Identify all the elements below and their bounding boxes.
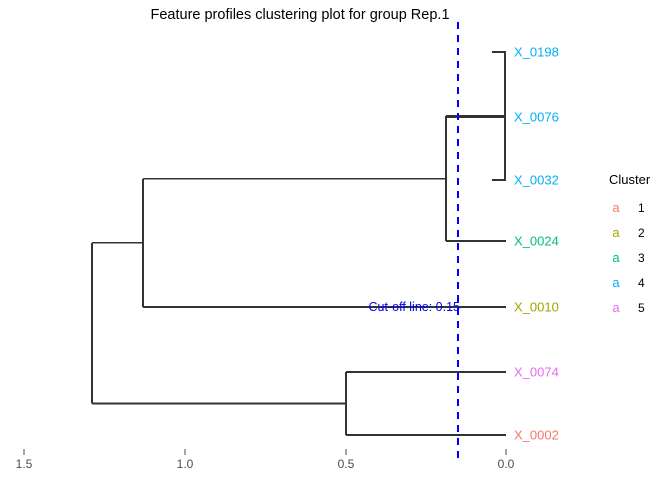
x-axis-tick-label: 1.5	[15, 457, 33, 471]
leaf-label-x_0024: X_0024	[514, 233, 559, 249]
dendrogram-leaf-stubs	[492, 51, 506, 436]
x-axis-tick-label: 0.5	[337, 457, 355, 471]
dendrogram-branches	[91, 51, 506, 436]
legend-title: Cluster	[609, 172, 651, 187]
leaf-label-x_0032: X_0032	[514, 172, 559, 188]
legend-key-glyph: a	[612, 275, 620, 290]
x-axis-tick-label: 0.0	[497, 457, 515, 471]
legend-key-glyph: a	[612, 225, 620, 240]
x-axis-ticks	[23, 449, 507, 455]
leaf-label-x_0074: X_0074	[514, 364, 559, 380]
legend-key-glyph: a	[612, 300, 620, 315]
legend-item-label: 1	[638, 200, 645, 215]
legend-item-label: 5	[638, 300, 645, 315]
legend-item-label: 3	[638, 250, 645, 265]
legend-key-glyph: a	[612, 200, 620, 215]
legend-item-label: 4	[638, 275, 645, 290]
leaf-label-x_0002: X_0002	[514, 427, 559, 443]
leaf-label-x_0198: X_0198	[514, 44, 559, 60]
cutoff-label: Cut-off line: 0.15	[368, 300, 461, 314]
page-title: Feature profiles clustering plot for gro…	[150, 7, 450, 23]
x-axis-tick-label: 1.0	[176, 457, 194, 471]
leaf-label-x_0010: X_0010	[514, 299, 559, 315]
leaf-label-x_0076: X_0076	[514, 109, 559, 125]
legend-item-label: 2	[638, 225, 645, 240]
legend-key-glyph: a	[612, 250, 620, 265]
